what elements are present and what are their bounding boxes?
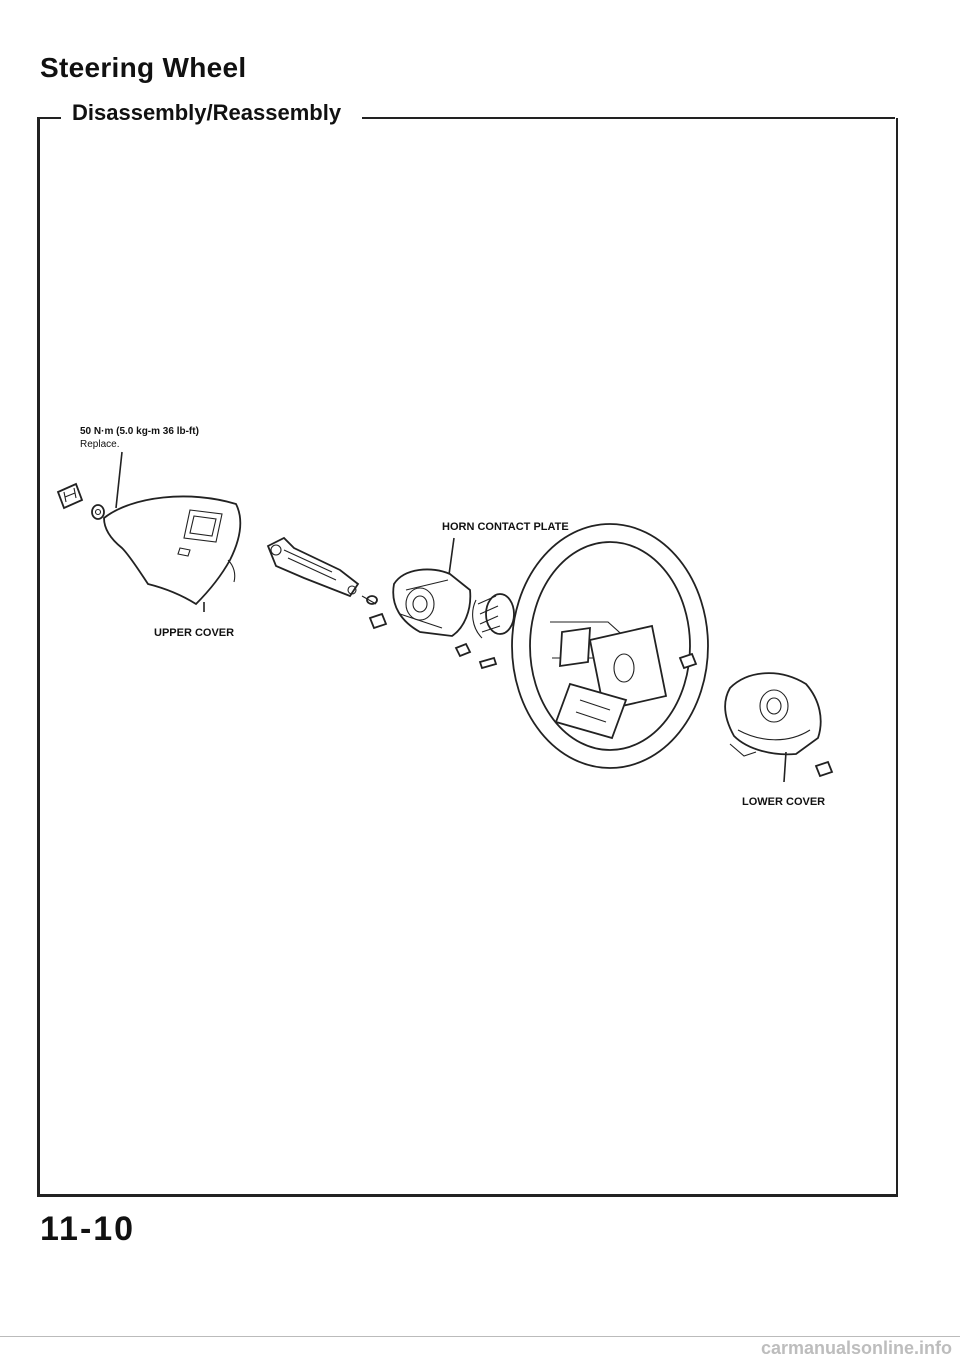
lower-cover-leader-line	[783, 751, 787, 783]
torque-note-label: Replace.	[80, 439, 119, 450]
steering-wheel-exploded-diagram: 50 N·m (5.0 kg-m 36 lb-ft) Replace. UPPE…	[56, 426, 834, 808]
section-frame	[37, 118, 898, 1197]
torque-leader-line	[115, 451, 123, 509]
frame-top-rule-left	[37, 117, 61, 119]
torque-spec-label: 50 N·m (5.0 kg-m 36 lb-ft)	[80, 426, 199, 437]
steering-wheel-part	[511, 523, 709, 769]
slip-ring-part	[472, 593, 515, 639]
honda-emblem-icon	[56, 482, 84, 510]
lower-cover-part	[724, 672, 822, 757]
wheel-bolt-icon	[678, 652, 698, 670]
horn-contact-plate-label: HORN CONTACT PLATE	[442, 521, 569, 533]
upper-cover-part	[103, 495, 242, 606]
page-number: 11-10	[40, 1210, 136, 1248]
screw-icon	[368, 612, 498, 670]
lower-cover-label: LOWER COVER	[742, 796, 825, 808]
small-bolt-icon	[361, 595, 378, 605]
footer-rule	[0, 1336, 960, 1337]
frame-top-rule-right	[362, 117, 895, 119]
footer-watermark[interactable]: carmanualsonline.info	[760, 1338, 952, 1358]
page-title: Steering Wheel	[40, 52, 247, 83]
upper-cover-label: UPPER COVER	[154, 627, 234, 639]
mounting-nut-icon	[91, 504, 105, 520]
section-title: Disassembly/Reassembly	[68, 100, 346, 126]
lower-cover-screw-icon	[814, 760, 834, 778]
horn-contact-plate-part	[392, 568, 472, 637]
horn-plate-bracket-part	[266, 536, 360, 598]
